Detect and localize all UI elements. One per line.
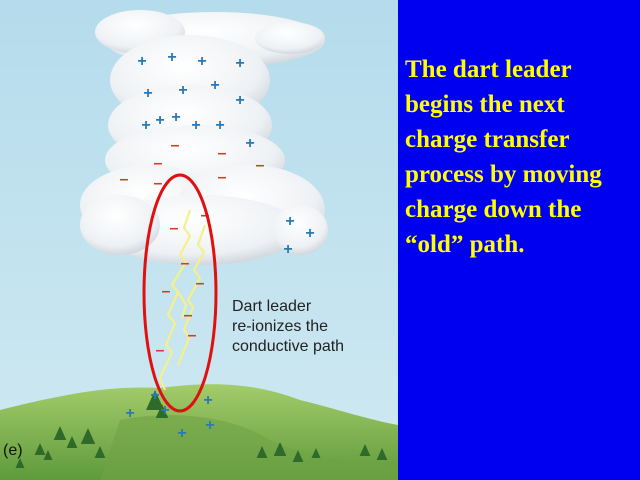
highlight-ellipse (142, 173, 218, 413)
negative-charge-symbol: – (218, 169, 227, 186)
tree (66, 436, 78, 448)
slide-text-line: process by moving (405, 161, 602, 188)
caption-line: re-ionizes the (232, 318, 329, 335)
slide-explanation-text: The dart leader begins the next charge t… (405, 52, 637, 262)
caption-line: Dart leader (232, 298, 312, 315)
positive-charge-symbol: + (137, 53, 146, 70)
tree (155, 404, 169, 418)
positive-charge-symbol: + (125, 405, 134, 422)
caption-line: conductive path (232, 338, 345, 355)
positive-charge-symbol: + (160, 402, 169, 419)
tree (376, 448, 388, 460)
tree (256, 446, 268, 458)
negative-charge-symbol: – (154, 155, 163, 172)
tree (292, 450, 304, 462)
positive-charge-symbol: + (178, 82, 187, 99)
negative-charge-symbol: – (154, 175, 163, 192)
slide-text-line: charge transfer (405, 126, 570, 153)
tree-group (15, 390, 388, 468)
negative-charge-symbol: – (201, 207, 210, 224)
negative-charge-symbol: – (184, 307, 193, 324)
positive-charge-symbol: + (141, 117, 150, 134)
positive-charge-symbol: + (305, 225, 314, 242)
positive-charge-symbol: + (210, 77, 219, 94)
tree (34, 443, 46, 455)
slide-text-line: “old” path. (405, 231, 525, 258)
negative-charge-symbol: – (196, 275, 205, 292)
lightning-diagram: +++++++++++++++++++++++––––––––––––––– (0, 0, 398, 480)
positive-charge-symbol: + (171, 109, 180, 126)
dart-leader-lightning (158, 209, 207, 391)
slide-text-line: The dart leader (405, 56, 572, 83)
tree (53, 426, 67, 440)
positive-charge-symbol: + (285, 213, 294, 230)
positive-charge-symbol: + (143, 85, 152, 102)
cloud (80, 10, 328, 265)
panel-label: (e) (3, 442, 23, 459)
positive-charge-symbol: + (283, 241, 292, 258)
diagram-canvas: +++++++++++++++++++++++––––––––––––––– (0, 0, 398, 480)
negative-charge-symbol: – (170, 220, 179, 237)
tree (43, 450, 53, 460)
tree (273, 442, 287, 456)
slide-text-line: begins the next (405, 91, 565, 118)
positive-charge-symbol: + (197, 53, 206, 70)
positive-charge-symbol: + (191, 117, 200, 134)
tree (311, 448, 321, 458)
positive-charge-symbol: + (205, 417, 214, 434)
positive-charge-symbol: + (235, 55, 244, 72)
positive-charge-symbol: + (245, 135, 254, 152)
positive-charge-symbol: + (177, 425, 186, 442)
tree (359, 444, 371, 456)
negative-charge-symbol: – (256, 157, 265, 174)
positive-charge-symbol: + (150, 387, 159, 404)
slide-text-line: charge down the (405, 196, 582, 223)
negative-charge-symbol: – (171, 137, 180, 154)
tree (94, 446, 106, 458)
positive-charge-symbol: + (203, 392, 212, 409)
negative-charge-symbol: – (218, 145, 227, 162)
positive-charge-symbol: + (215, 117, 224, 134)
positive-charge-symbol: + (167, 49, 176, 66)
negative-charge-symbol: – (156, 342, 165, 359)
dart-leader-caption: Dart leader re-ionizes the conductive pa… (232, 297, 344, 357)
positive-charge-symbol: + (235, 92, 244, 109)
tree (146, 390, 164, 410)
negative-charge-symbol: – (188, 327, 197, 344)
negative-charge-symbol: – (120, 171, 129, 188)
tree (80, 428, 96, 444)
positive-charge-symbol: + (155, 112, 164, 129)
negative-charge-symbol: – (162, 283, 171, 300)
tree (15, 458, 25, 468)
charge-symbols: +++++++++++++++++++++++––––––––––––––– (120, 49, 315, 442)
negative-charge-symbol: – (181, 255, 190, 272)
